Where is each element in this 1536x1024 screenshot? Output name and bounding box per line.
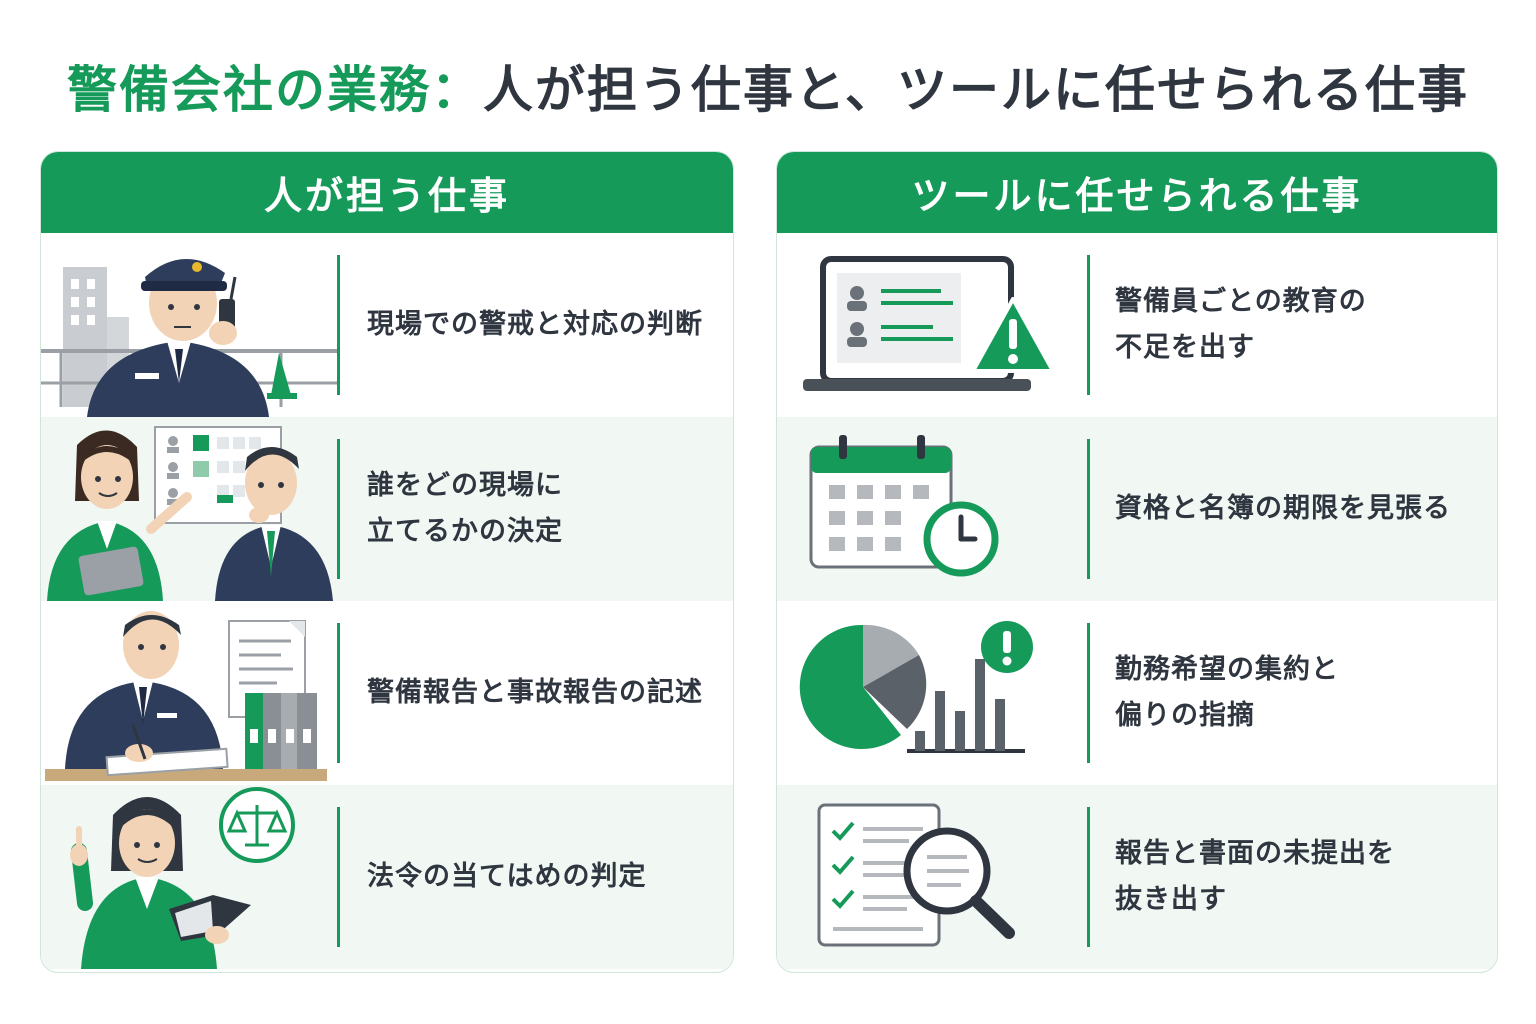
row-divider [337,255,340,395]
row-divider [1087,255,1090,395]
tool-task-text: 勤務希望の集約と 偏りの指摘 [1115,654,1339,731]
person-with-law-book-illustration [70,787,295,969]
checklist-magnifier-icon [817,803,1015,947]
human-tasks-header: 人が担う仕事 [41,152,733,233]
row-divider [1087,807,1090,947]
human-task-text: 法令の当てはめの判定 [367,861,647,892]
human-task-text: 現場での警戒と対応の判断 [367,309,703,340]
tool-task-text: 警備員ごとの教育の 不足を出す [1115,286,1367,363]
human-task-row: 現場での警戒と対応の判断 [41,233,733,417]
tool-task-row: 資格と名簿の期限を見張る [777,417,1497,601]
human-task-text: 警備報告と事故報告の記述 [367,677,703,708]
tool-tasks-panel: ツールに任せられる仕事 警備員ごとの教育の 不足を出す [776,151,1498,973]
title-rest: 人が担う仕事と、ツールに任せられる仕事 [483,61,1469,119]
tool-task-text: 資格と名簿の期限を見張る [1115,493,1451,524]
title-accent: 警備会社の業務： [67,61,483,119]
human-task-row: 警備報告と事故報告の記述 [41,601,733,785]
row-divider [337,623,340,763]
row-divider [337,439,340,579]
human-tasks-panel: 人が担う仕事 [40,151,734,973]
tool-task-row: 警備員ごとの教育の 不足を出す [777,233,1497,417]
row-divider [1087,623,1090,763]
pie-bar-chart-icon [799,621,1033,753]
guard-writing-report-illustration [45,611,327,781]
calendar-clock-icon [809,435,999,577]
staff-discussing-schedule-illustration [47,426,333,601]
guard-with-radio-illustration [41,258,337,417]
tool-task-row: 勤務希望の集約と 偏りの指摘 [777,601,1497,785]
human-task-row: 法令の当てはめの判定 [41,785,733,969]
tool-task-row: 報告と書面の未提出を 抜き出す [777,785,1497,969]
human-task-row: 誰をどの現場に 立てるかの決定 [41,417,733,601]
tool-task-text: 報告と書面の未提出を 抜き出す [1115,838,1395,915]
human-task-text: 誰をどの現場に 立てるかの決定 [367,470,563,547]
row-divider [337,807,340,947]
page-title: 警備会社の業務：人が担う仕事と、ツールに任せられる仕事 [0,46,1536,126]
row-divider [1087,439,1090,579]
tool-tasks-header: ツールに任せられる仕事 [777,152,1497,233]
laptop-warning-icon [803,256,1055,391]
